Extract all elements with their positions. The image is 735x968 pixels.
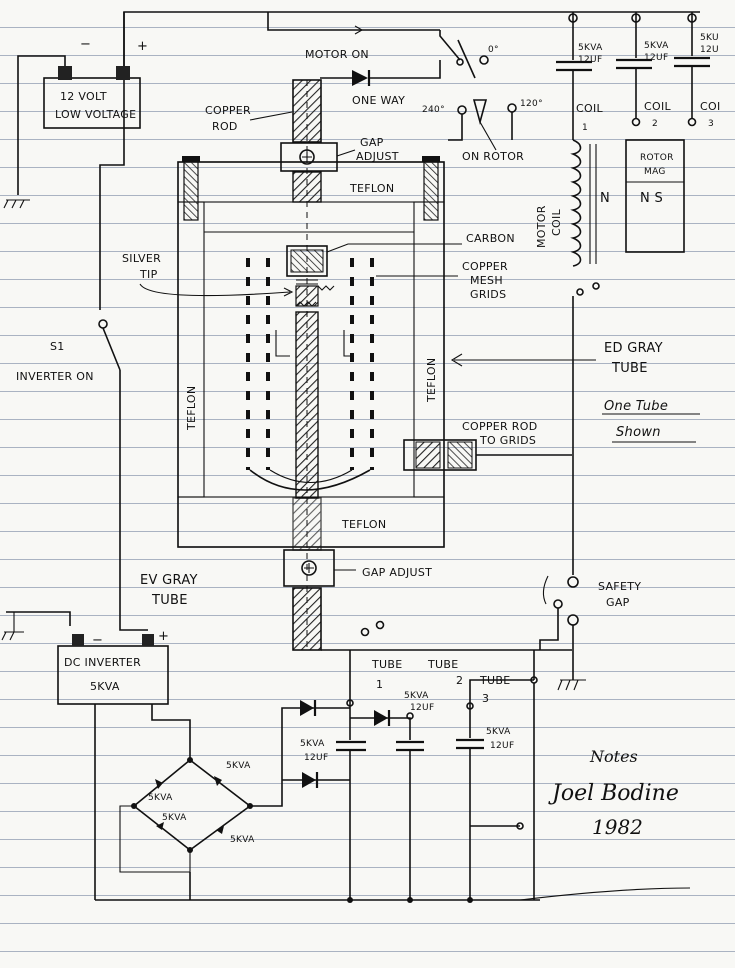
cap1-label-2: 12UF bbox=[578, 55, 602, 65]
teflon-top-label: TEFLON bbox=[349, 182, 394, 195]
on-rotor-label: ON ROTOR bbox=[462, 150, 524, 163]
svg-text:Joel Bodine: Joel Bodine bbox=[548, 781, 679, 806]
cap-t2-label-2: 12UF bbox=[410, 703, 434, 713]
ed-gray-tube-frame bbox=[177, 156, 445, 548]
cap3-label-1: 5KU bbox=[700, 33, 719, 43]
rotor-mag-label-2: MAG bbox=[644, 167, 666, 177]
safety-gap bbox=[539, 575, 579, 680]
year-label: 1982 bbox=[592, 815, 643, 839]
battery-minus-label: − bbox=[80, 37, 91, 52]
rotor-ns-label: N S bbox=[640, 191, 663, 206]
motor-coil-label-2: COIL bbox=[550, 209, 563, 236]
ground-symbol-bottom-left bbox=[1, 612, 24, 641]
motor-coil bbox=[570, 139, 597, 267]
motor-coil-label-1: MOTOR bbox=[535, 205, 548, 248]
cap1-label-1: 5KVA bbox=[578, 43, 603, 53]
silver-tip-label-1: SILVER bbox=[122, 252, 161, 265]
copper-rod-label-2: ROD bbox=[212, 120, 238, 133]
battery-12v: − + 12 VOLT LOW VOLTAGE bbox=[43, 37, 148, 129]
ground-symbol-top-left bbox=[3, 199, 30, 209]
battery-label-line1: 12 VOLT bbox=[60, 90, 107, 103]
deg120-label: 120° bbox=[520, 99, 543, 109]
ev-gray-label-2: TUBE bbox=[151, 593, 188, 608]
carbon-label: CARBON bbox=[466, 232, 515, 245]
copper-rod-label-1: COPPER bbox=[205, 104, 251, 117]
ground-symbol-right bbox=[557, 679, 586, 691]
signature: Joel Bodine bbox=[548, 781, 679, 806]
inner-copper-rod bbox=[286, 245, 335, 499]
diode-mid-label: 5KVA bbox=[162, 813, 187, 823]
copper-rod-grids-label-1: COPPER ROD bbox=[462, 420, 537, 433]
one-tube-label-2: Shown bbox=[616, 425, 661, 440]
one-tube-label-1: One Tube bbox=[604, 399, 668, 414]
coil3-label-2: 3 bbox=[708, 119, 714, 129]
pole-n-label: N bbox=[600, 191, 610, 206]
tube2-label-2: 2 bbox=[456, 674, 463, 687]
diode-bottom-label: 5KVA bbox=[230, 835, 255, 845]
cap-t1-label-2: 12UF bbox=[304, 753, 328, 763]
ed-gray-label-2: TUBE bbox=[611, 361, 648, 376]
rotor-magnet bbox=[625, 139, 685, 253]
inverter-on-label: INVERTER ON bbox=[16, 370, 94, 383]
copper-rod-grids-label-2: TO GRIDS bbox=[479, 434, 536, 447]
copper-mesh-label-2: MESH bbox=[470, 274, 503, 287]
inverter-plus-label: + bbox=[158, 629, 169, 644]
gap-adjust-bottom bbox=[283, 549, 335, 587]
teflon-right-label: TEFLON bbox=[425, 358, 438, 403]
notes-label: Notes bbox=[589, 747, 638, 766]
coil1-label-2: 1 bbox=[582, 123, 588, 133]
motor-on-label: MOTOR ON bbox=[305, 48, 369, 61]
coil2-label-2: 2 bbox=[652, 119, 658, 129]
cap-t1-label-1: 5KVA bbox=[300, 739, 325, 749]
copper-rod-to-grids bbox=[403, 439, 572, 471]
tube-capacitors bbox=[336, 738, 520, 900]
gap-adjust-top bbox=[280, 142, 338, 172]
one-way-diode: ONE WAY bbox=[320, 60, 441, 107]
cap-t3-label-2: 12UF bbox=[490, 741, 514, 751]
battery-label-line2: LOW VOLTAGE bbox=[55, 108, 136, 121]
s1-label: S1 bbox=[50, 340, 65, 353]
teflon-bottom-label: TEFLON bbox=[341, 518, 386, 531]
safety-gap-label-1: SAFETY bbox=[598, 580, 641, 593]
cap-t3-label-1: 5KVA bbox=[486, 727, 511, 737]
battery-plus-label: + bbox=[137, 39, 148, 54]
dc-inverter bbox=[57, 634, 169, 705]
ed-gray-label-1: ED GRAY bbox=[604, 341, 663, 356]
cap-t2-label-1: 5KVA bbox=[404, 691, 429, 701]
inverter-minus-label: − bbox=[92, 633, 103, 648]
copper-mesh-label-3: GRIDS bbox=[470, 288, 506, 301]
safety-gap-label-2: GAP bbox=[606, 596, 630, 609]
one-way-label: ONE WAY bbox=[352, 94, 405, 107]
cap3-label-2: 12U bbox=[700, 45, 719, 55]
gap-adjust-top-label-2: ADJUST bbox=[356, 150, 399, 163]
capacitor-bank-top bbox=[556, 12, 710, 140]
dc-inverter-label-2: 5KVA bbox=[90, 680, 120, 693]
deg0-label: 0° bbox=[488, 45, 499, 55]
gap-adjust-top-label-1: GAP bbox=[360, 136, 384, 149]
silver-tip-label-2: TIP bbox=[139, 268, 158, 281]
copper-mesh-label-1: COPPER bbox=[462, 260, 508, 273]
cap2-label-2: 12UF bbox=[644, 53, 668, 63]
copper-rod-bottom bbox=[292, 497, 322, 651]
coil1-label-1: COIL bbox=[576, 102, 603, 115]
coil2-label-1: COIL bbox=[644, 100, 671, 113]
tube2-label-1: TUBE bbox=[427, 658, 458, 671]
gap-adjust-bottom-label: GAP ADJUST bbox=[362, 566, 432, 579]
tube3-label-2: 3 bbox=[482, 692, 489, 705]
deg240-label: 240° bbox=[422, 105, 445, 115]
ev-gray-label-1: EV GRAY bbox=[140, 573, 198, 588]
diode-left-label: 5KVA bbox=[148, 793, 173, 803]
cap2-label-1: 5KVA bbox=[644, 41, 669, 51]
tube1-label-2: 1 bbox=[376, 678, 383, 691]
dc-inverter-label-1: DC INVERTER bbox=[64, 656, 141, 669]
coil3-label-1: COI bbox=[700, 100, 720, 113]
diode-top-label: 5KVA bbox=[226, 761, 251, 771]
rotor-mag-label-1: ROTOR bbox=[640, 153, 674, 163]
tube3-label-1: TUBE bbox=[479, 674, 510, 687]
teflon-left-label: TEFLON bbox=[185, 386, 198, 431]
tube1-label-1: TUBE bbox=[371, 658, 402, 671]
